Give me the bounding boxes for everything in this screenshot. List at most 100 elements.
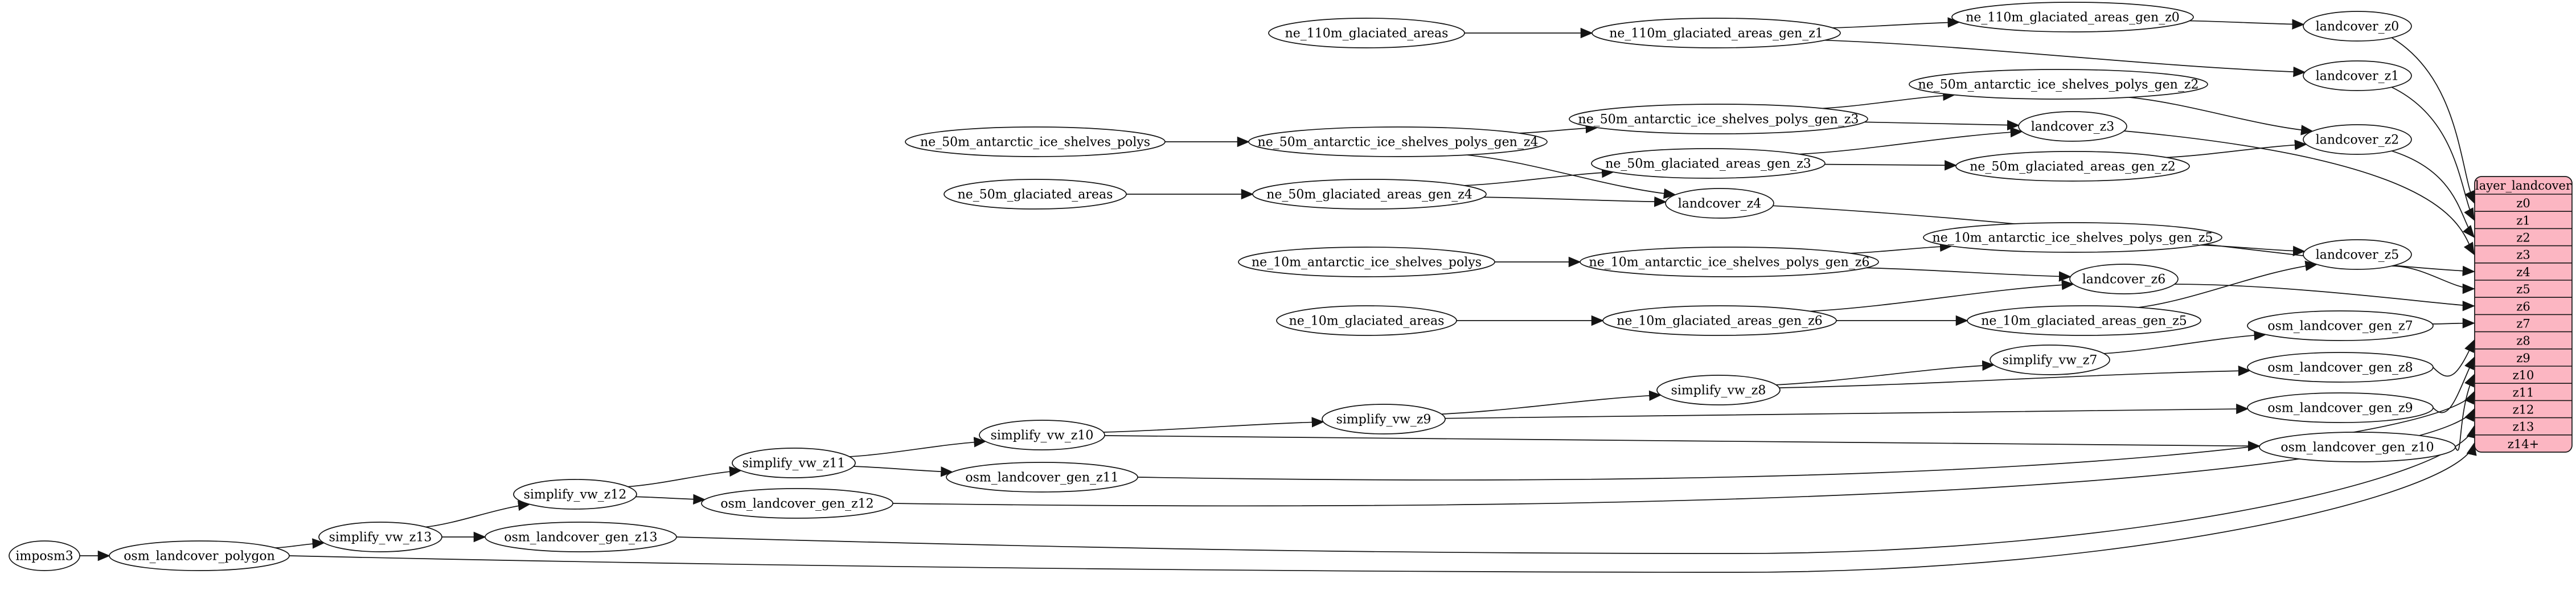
edge-simplify_vw_z8-to-osm_landcover_gen_z8 xyxy=(1779,366,2251,388)
node-ellipse xyxy=(1990,345,2110,375)
edge-ne_110m_glaciated_areas_gen_z1-to-ne_110m_glaciated_areas_gen_z0 xyxy=(1832,17,1960,28)
node-label: landcover_z3 xyxy=(2031,120,2115,134)
node-landcover-z3: landcover_z3 xyxy=(2018,111,2127,142)
edge-ne_50m_antarctic_ice_shelves_polys_gen_z2-to-landcover_z2 xyxy=(2128,97,2314,136)
table-row-z3: z3 xyxy=(2516,248,2530,262)
node-ellipse xyxy=(2259,432,2456,462)
edge-osm_landcover_gen_z8-to-layer-z8 xyxy=(2433,339,2475,377)
node-label: osm_landcover_gen_z11 xyxy=(965,471,1118,485)
node-label: ne_50m_antarctic_ice_shelves_polys_gen_z… xyxy=(1918,78,2199,92)
edge-osm_landcover_gen_z12-to-layer-z12 xyxy=(892,408,2475,507)
node-ne-50m-glaciated-areas-gen-z2: ne_50m_glaciated_areas_gen_z2 xyxy=(1955,151,2190,182)
node-ne-10m-glaciated-areas-gen-z6: ne_10m_glaciated_areas_gen_z6 xyxy=(1602,305,1837,336)
node-label: ne_50m_antarctic_ice_shelves_polys_gen_z… xyxy=(1258,136,1539,150)
edge-simplify_vw_z7-to-osm_landcover_gen_z7 xyxy=(2103,330,2267,354)
node-label: simplify_vw_z9 xyxy=(1336,413,1431,427)
node-ne-50m-glaciated-areas: ne_50m_glaciated_areas xyxy=(944,179,1127,210)
node-label: ne_50m_glaciated_areas_gen_z4 xyxy=(1266,188,1472,202)
node-osm-landcover-gen-z10: osm_landcover_gen_z10 xyxy=(2259,432,2456,462)
table-title: layer_landcover xyxy=(2475,179,2572,192)
node-simplify-vw-z13: simplify_vw_z13 xyxy=(318,522,442,552)
node-ellipse xyxy=(732,448,856,478)
table-row-z9: z9 xyxy=(2516,351,2530,365)
node-ne-10m-antarctic-ice-shelves-polys-gen-z6: ne_10m_antarctic_ice_shelves_polys_gen_z… xyxy=(1580,247,1879,277)
node-ellipse xyxy=(701,488,893,519)
node-label: ne_50m_glaciated_areas_gen_z2 xyxy=(1970,160,2176,174)
edge-ne_50m_glaciated_areas_gen_z3-to-ne_50m_glaciated_areas_gen_z2 xyxy=(1824,160,1958,171)
node-ellipse xyxy=(513,479,637,510)
table-row-z10: z10 xyxy=(2513,368,2534,382)
node-ellipse xyxy=(1248,126,1548,157)
edge-ne_50m_glaciated_areas_gen_z2-to-landcover_z2 xyxy=(2166,140,2307,158)
edge-simplify_vw_z9-to-osm_landcover_gen_z9 xyxy=(1445,403,2249,419)
node-ellipse xyxy=(1909,69,2208,100)
node-label: landcover_z5 xyxy=(2316,248,2399,263)
edge-osm_landcover_gen_z11-to-layer-z11 xyxy=(1137,391,2475,481)
node-ellipse xyxy=(2303,60,2412,91)
node-label: landcover_z6 xyxy=(2082,273,2166,287)
table-row-z0: z0 xyxy=(2516,196,2530,210)
node-landcover-z2: landcover_z2 xyxy=(2303,124,2412,155)
node-ne-110m-glaciated-areas-gen-z1: ne_110m_glaciated_areas_gen_z1 xyxy=(1591,18,1841,48)
node-osm-landcover-gen-z9: osm_landcover_gen_z9 xyxy=(2247,392,2434,423)
node-ellipse xyxy=(944,179,1127,210)
node-landcover-z1: landcover_z1 xyxy=(2303,60,2412,91)
node-ellipse xyxy=(2247,392,2434,423)
node-label: osm_landcover_gen_z8 xyxy=(2267,361,2413,375)
node-label: osm_landcover_gen_z12 xyxy=(720,497,873,511)
edge-ne_50m_glaciated_areas_gen_z4-to-landcover_z4 xyxy=(1483,196,1667,207)
node-label: ne_10m_glaciated_areas_gen_z5 xyxy=(1981,314,2187,329)
edge-simplify_vw_z9-to-simplify_vw_z8 xyxy=(1441,390,1662,415)
edge-simplify_vw_z11-to-osm_landcover_gen_z11 xyxy=(854,466,954,477)
edge-landcover_z1-to-layer-z1 xyxy=(2391,87,2475,221)
edge-osm_landcover_gen_z10-to-layer-z10 xyxy=(2455,374,2475,451)
node-label: simplify_vw_z7 xyxy=(2003,354,2098,368)
node-ne-50m-glaciated-areas-gen-z4: ne_50m_glaciated_areas_gen_z4 xyxy=(1252,179,1487,210)
node-simplify-vw-z8: simplify_vw_z8 xyxy=(1656,375,1781,405)
node-label: osm_landcover_gen_z7 xyxy=(2267,319,2413,334)
edge-ne_50m_glaciated_areas_gen_z3-to-landcover_z3 xyxy=(1799,126,2023,155)
node-ne-10m-antarctic-ice-shelves-polys: ne_10m_antarctic_ice_shelves_polys xyxy=(1238,247,1495,277)
table-row-z7: z7 xyxy=(2516,317,2530,331)
node-ellipse xyxy=(1665,188,1774,219)
edge-ne_10m_glaciated_areas_gen_z6-to-landcover_z6 xyxy=(1810,280,2074,312)
edge-landcover_z0-to-layer-z0 xyxy=(2391,37,2475,204)
node-label: ne_10m_antarctic_ice_shelves_polys_gen_z… xyxy=(1933,231,2213,245)
node-label: landcover_z0 xyxy=(2316,20,2399,34)
node-osm-landcover-gen-z11: osm_landcover_gen_z11 xyxy=(946,462,1138,493)
table-row-z6: z6 xyxy=(2516,300,2530,313)
node-ellipse xyxy=(1591,148,1826,179)
edge-simplify_vw_z10-to-simplify_vw_z9 xyxy=(1103,417,1324,433)
node-ellipse xyxy=(1955,151,2190,182)
edge-ne_10m_antarctic_ice_shelves_polys_gen_z6-to-landcover_z6 xyxy=(1866,267,2072,282)
table-row-z5: z5 xyxy=(2516,282,2530,296)
table-row-z1: z1 xyxy=(2516,214,2530,227)
node-label: osm_landcover_gen_z9 xyxy=(2267,401,2413,416)
node-label: simplify_vw_z10 xyxy=(991,429,1094,443)
edge-ne_50m_antarctic_ice_shelves_polys_gen_z4-to-ne_50m_antarctic_ice_shelves_polys_gen_z3 xyxy=(1519,122,1598,134)
node-ellipse xyxy=(1569,104,1868,134)
node-ellipse xyxy=(2247,352,2434,383)
table-row-z12: z12 xyxy=(2513,403,2534,417)
edge-osm_landcover_polygon-to-layer-z14plus xyxy=(289,442,2477,573)
node-ellipse xyxy=(1951,2,2194,32)
node-landcover-z6: landcover_z6 xyxy=(2069,264,2179,294)
edge-ne_110m_glaciated_areas_gen_z1-to-landcover_z1 xyxy=(1824,39,2306,77)
node-ellipse xyxy=(1268,18,1465,48)
node-label: ne_10m_glaciated_areas xyxy=(1289,314,1445,329)
edge-simplify_vw_z10-to-osm_landcover_gen_z10 xyxy=(1104,435,2261,452)
node-ellipse xyxy=(2247,310,2434,341)
node-label: landcover_z2 xyxy=(2316,133,2399,147)
node-label: osm_landcover_gen_z10 xyxy=(2280,441,2434,455)
node-ne-50m-antarctic-ice-shelves-polys-gen-z2: ne_50m_antarctic_ice_shelves_polys_gen_z… xyxy=(1909,69,2208,100)
edge-ne_50m_antarctic_ice_shelves_polys_gen_z3-to-ne_50m_antarctic_ice_shelves_polys_gen_z2 xyxy=(1822,90,1956,109)
edge-osm_landcover_gen_z9-to-layer-z9 xyxy=(2433,356,2475,413)
node-ellipse xyxy=(946,462,1138,493)
node-label: ne_50m_antarctic_ice_shelves_polys xyxy=(920,136,1150,150)
node-ellipse xyxy=(318,522,442,552)
node-simplify-vw-z9: simplify_vw_z9 xyxy=(1322,404,1446,434)
table-row-z8: z8 xyxy=(2516,334,2530,348)
node-label: simplify_vw_z12 xyxy=(524,488,627,502)
edge-ne_50m_antarctic_ice_shelves_polys_gen_z4-to-landcover_z4 xyxy=(1466,154,1676,199)
node-ellipse xyxy=(2303,239,2412,270)
